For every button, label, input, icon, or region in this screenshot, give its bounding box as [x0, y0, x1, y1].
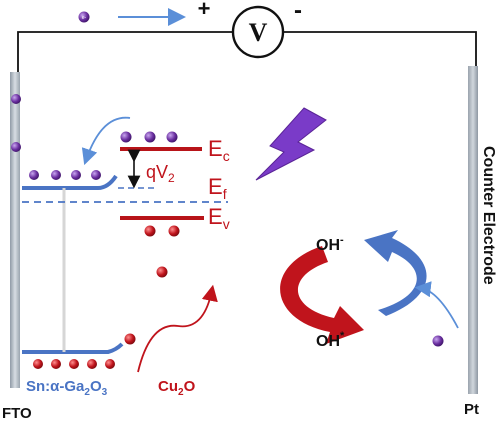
- counter-electrode-label: Counter Electrode: [480, 146, 497, 285]
- n-type-material-label: Sn:α-Ga2O3: [26, 378, 108, 398]
- pt-label: Pt: [464, 401, 479, 418]
- cu2o-cb-electrons: [120, 131, 178, 143]
- fto-label: FTO: [2, 405, 32, 422]
- wire-electron: e-: [78, 11, 90, 23]
- cycle-red-arrow: [280, 246, 364, 344]
- fto-electron-2: [11, 142, 21, 152]
- circuit-wire: [17, 31, 477, 72]
- p-type-material-label: Cu2O: [158, 378, 196, 398]
- ga2o3-valence-band: [22, 342, 124, 354]
- oh-star-label: OH*: [316, 330, 345, 350]
- pt-electron: [432, 335, 444, 347]
- ga2o3-cb-electrons: [29, 170, 101, 180]
- interface-hole: [124, 333, 136, 345]
- barrier-label: qV2: [146, 162, 175, 185]
- electron-transfer-arrow: [81, 116, 131, 166]
- cycle-blue-arrow: [364, 230, 427, 316]
- ec-label: Ec: [208, 136, 230, 164]
- svg-text:e-: e-: [82, 15, 87, 21]
- minus-sign: -: [294, 0, 302, 24]
- pt-electrode: [468, 66, 478, 394]
- floating-hole: [156, 266, 168, 278]
- plus-sign: +: [198, 0, 211, 21]
- ev-label: Ev: [208, 204, 230, 232]
- ga2o3-vb-holes: [33, 359, 115, 369]
- voltmeter-label: V: [249, 18, 268, 47]
- voltmeter: V: [231, 5, 285, 59]
- hole-transfer-arrow: [137, 284, 218, 373]
- ga2o3-conduction-band: [22, 174, 118, 190]
- fto-electrode: [10, 72, 20, 388]
- light-bolt-icon: [255, 107, 327, 181]
- redox-cycle: [280, 230, 427, 344]
- fto-electron-1: [11, 94, 21, 104]
- cu2o-vb-holes: [144, 225, 180, 237]
- pt-electron-arrow: [414, 281, 459, 329]
- oh-minus-label: OH-: [316, 234, 344, 254]
- ef-label: Ef: [208, 174, 227, 202]
